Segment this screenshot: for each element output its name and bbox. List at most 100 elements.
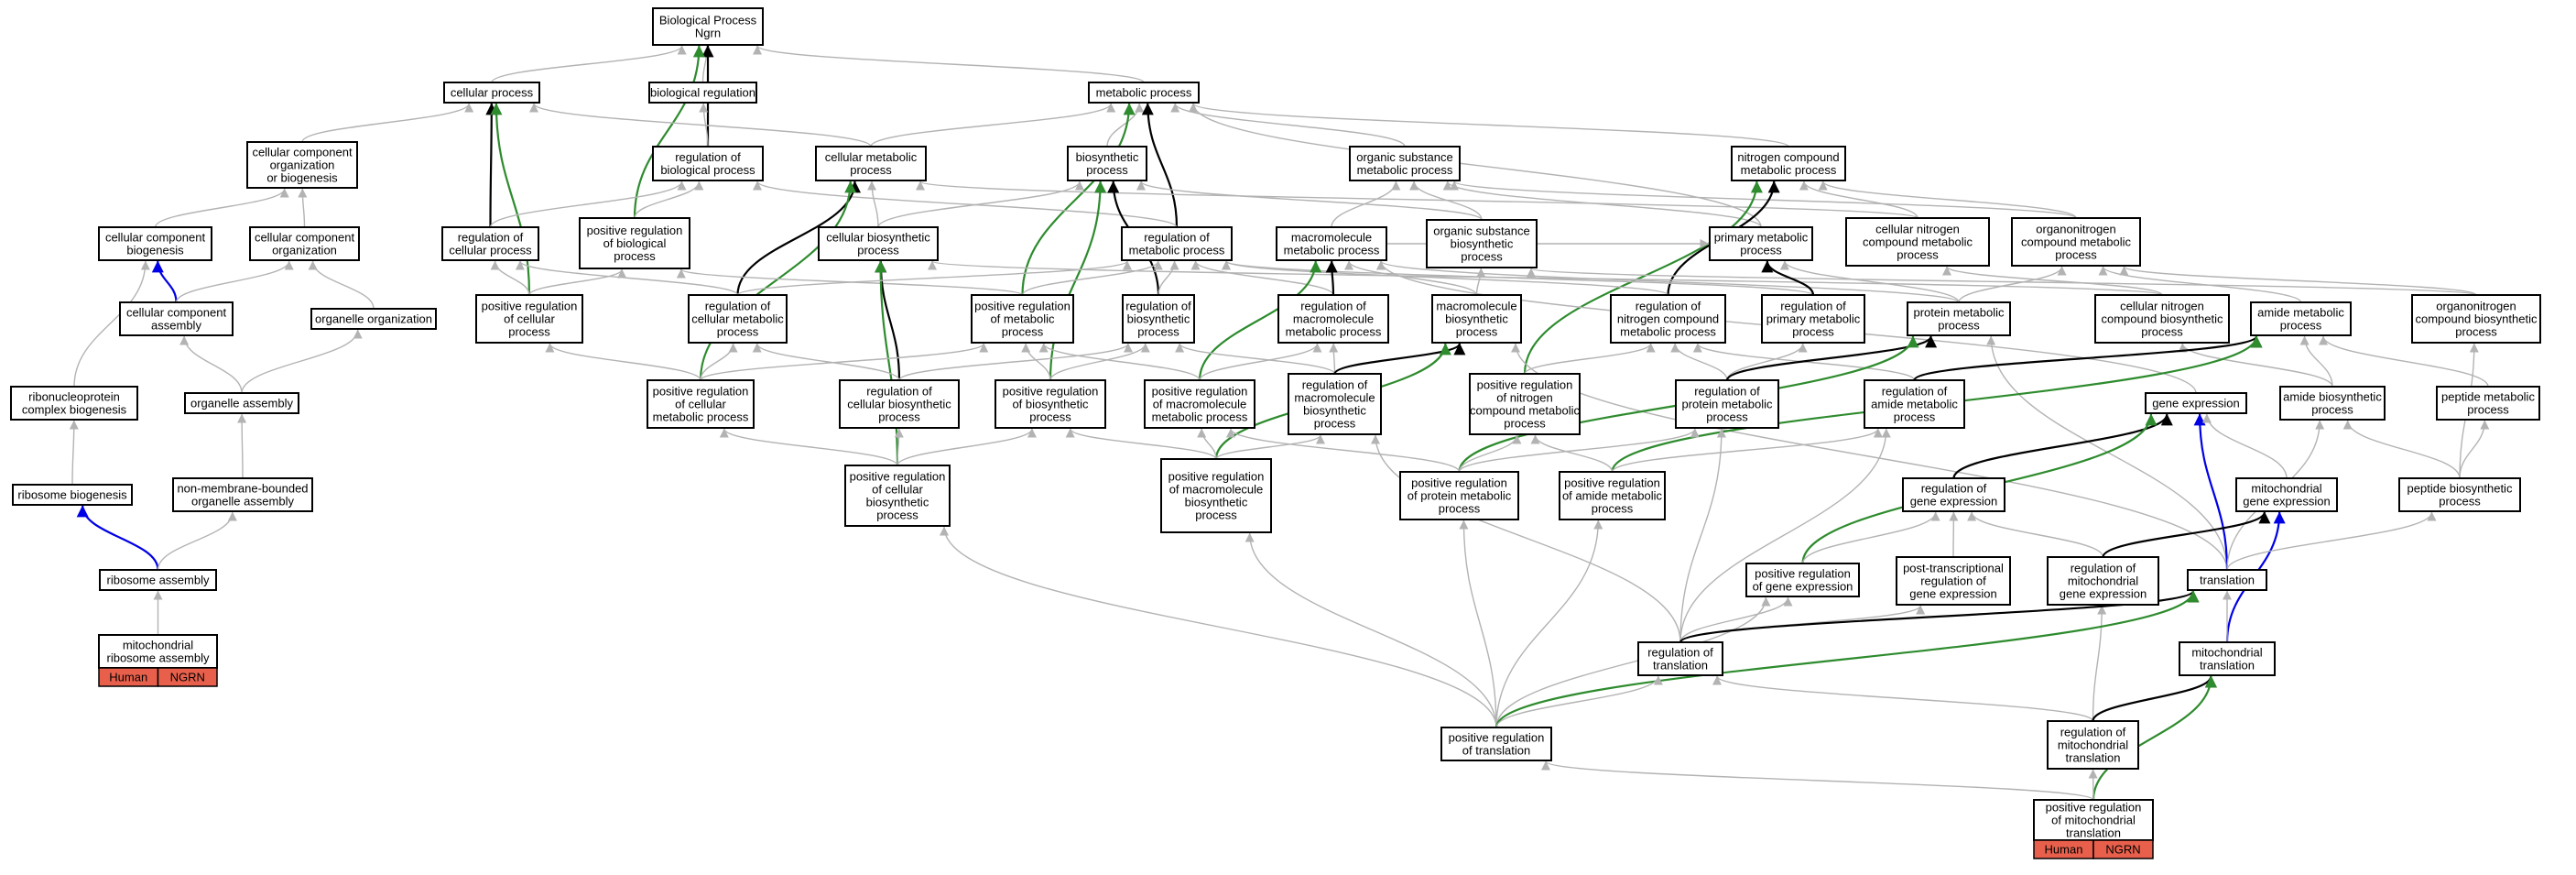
edge-protein_met-to-macro_met <box>1376 260 1960 303</box>
node-translation[interactable]: translation <box>2187 569 2267 591</box>
edge-cell_nitro_biosynth-to-cell_biosynth <box>928 260 2163 296</box>
node-metabolic_process[interactable]: metabolic process <box>1088 82 1200 104</box>
node-reg_macro_biosynth[interactable]: regulation ofmacromoleculebiosyntheticpr… <box>1288 373 1382 435</box>
node-org_org[interactable]: organelle organization <box>310 308 437 330</box>
edge-reg_translation-to-reg_protein_met <box>1679 428 1726 643</box>
node-label: of cellular <box>504 312 555 326</box>
node-box <box>2398 477 2521 512</box>
node-label: metabolic process <box>1152 410 1248 424</box>
node-label: process <box>2439 495 2481 509</box>
node-label: regulation of <box>675 150 741 164</box>
node-label: regulation of <box>2060 726 2126 739</box>
node-cellular_process[interactable]: cellular process <box>443 82 540 104</box>
species-tag-human: Human <box>98 667 159 687</box>
node-label: gene expression <box>2060 587 2147 601</box>
node-box <box>2047 556 2159 606</box>
node-label: biosynthetic <box>1451 237 1514 251</box>
node-label: peptide metabolic <box>2441 390 2535 404</box>
node-box <box>579 217 690 269</box>
node-box <box>1067 146 1147 181</box>
node-label: cellular metabolic <box>825 150 918 164</box>
node-organelle_assembly[interactable]: organelle assembly <box>184 392 299 414</box>
node-label: process <box>508 325 550 339</box>
node-ribosome_biogen[interactable]: ribosome biogenesis <box>12 484 133 506</box>
node-box <box>688 294 788 344</box>
node-box <box>2250 301 2352 336</box>
node-label: process <box>1314 417 1356 431</box>
edge-reg_macro_biosynth-to-macro_biosynth <box>1333 343 1466 375</box>
edge-pos_reg_translation-to-translation <box>1495 590 2200 728</box>
node-label: cellular biosynthetic <box>826 231 930 245</box>
node-ribosome_assembly[interactable]: ribosome assembly <box>99 569 217 591</box>
edge-reg_cell_proc-to-reg_bio <box>489 180 687 228</box>
edge-nmbo_assembly-to-organelle_assembly <box>237 413 247 479</box>
edge-pos_reg_macro_met-to-reg_macro_met <box>1199 343 1322 381</box>
node-label: translation <box>2200 659 2255 673</box>
node-box <box>12 484 133 506</box>
node-label: metabolic process <box>1620 325 1716 339</box>
edge-cell_met-to-cellular_process <box>529 103 872 148</box>
edge-reg_biosynth-to-reg_met <box>1158 260 1179 296</box>
node-gene_expr[interactable]: gene expression <box>2145 392 2247 414</box>
node-biological_regulation[interactable]: biological regulation <box>648 82 757 104</box>
